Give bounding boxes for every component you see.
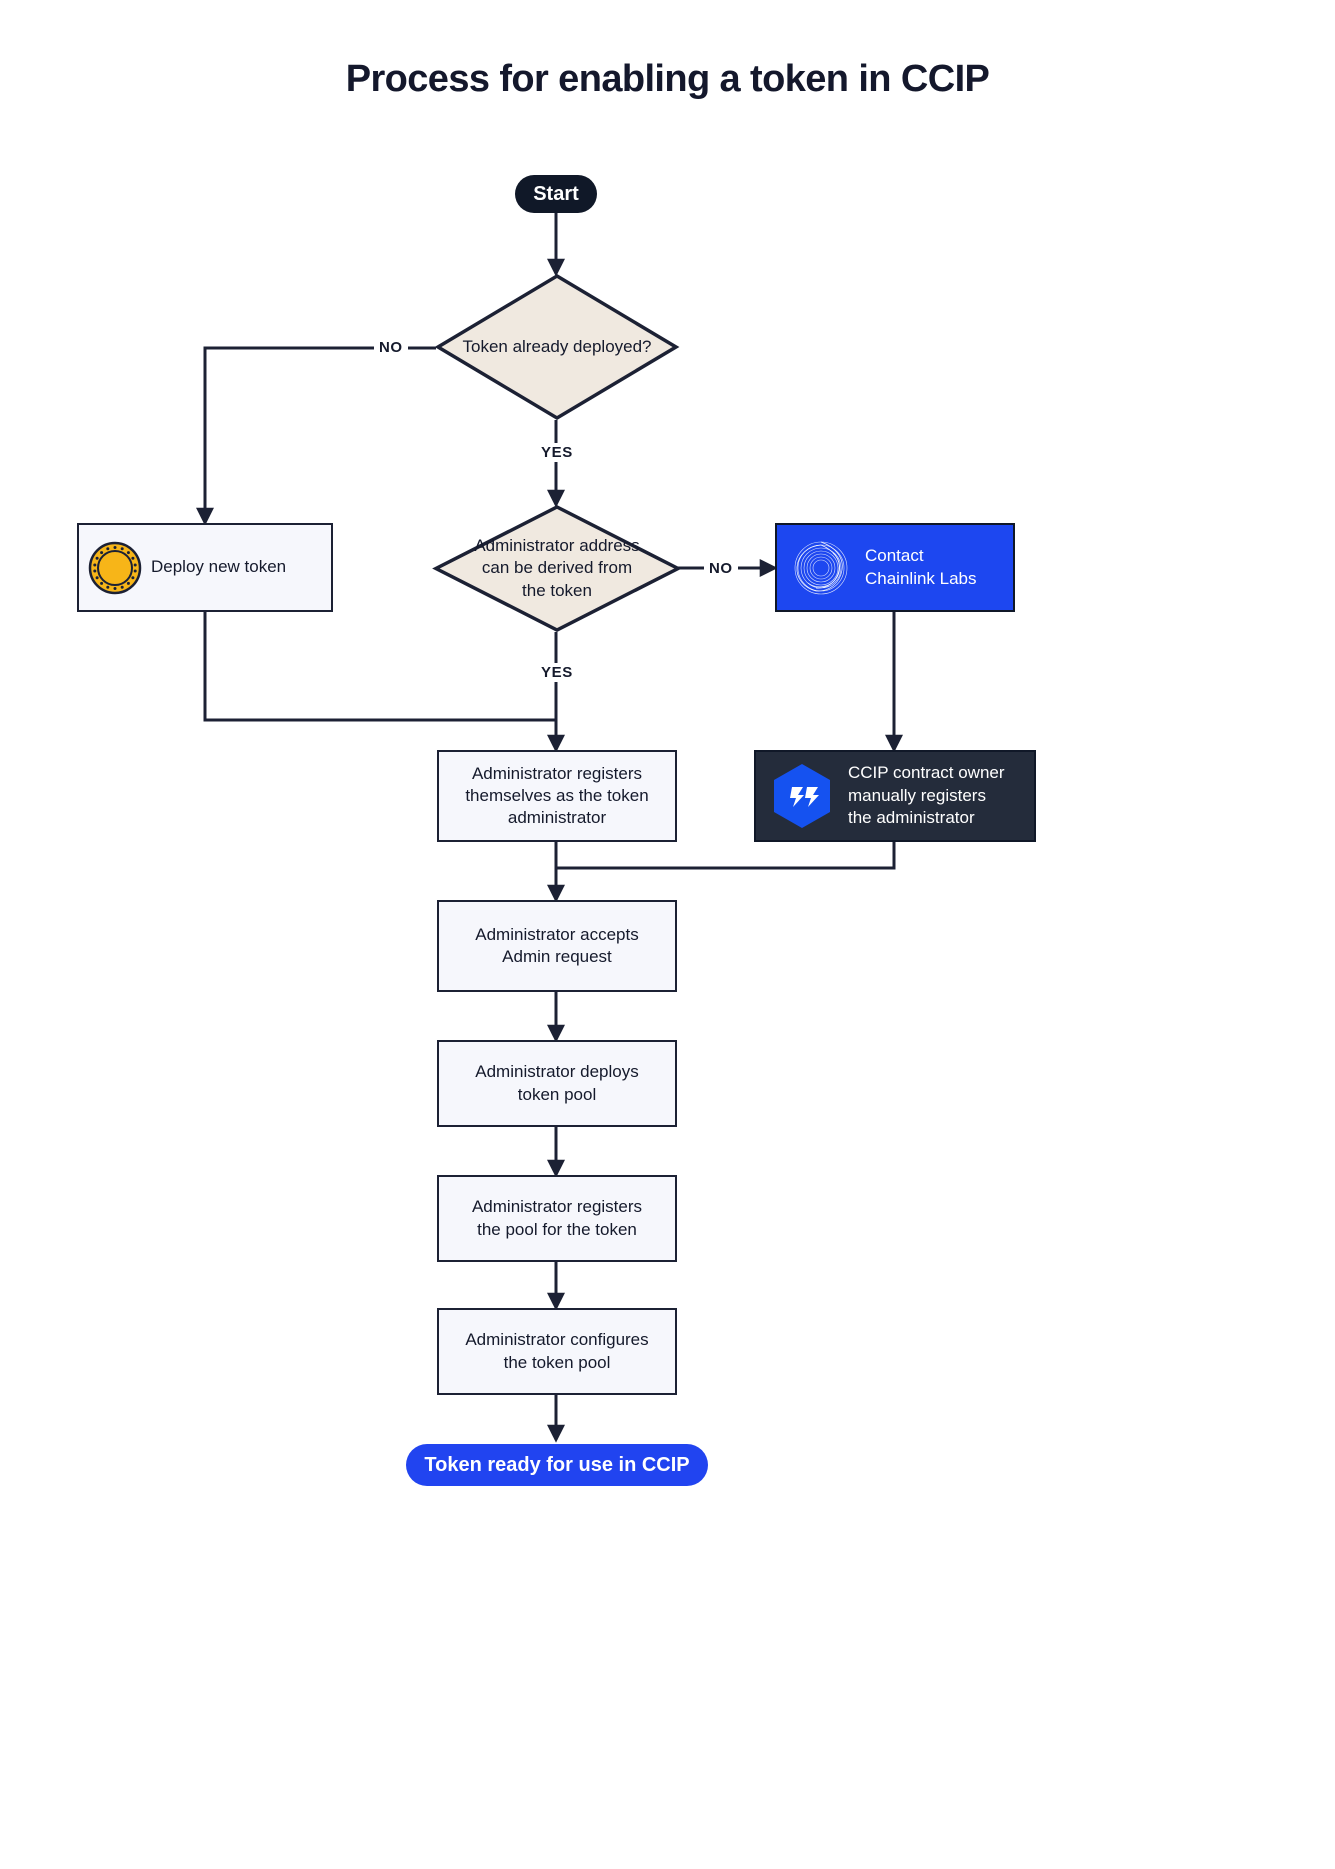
line-2: themselves as the token: [465, 785, 649, 805]
line-2: the pool for the token: [477, 1219, 637, 1239]
admin-registers-self-label: Administrator registers themselves as th…: [465, 763, 648, 829]
admin-deploys-pool-label: Administrator deploys token pool: [475, 1061, 638, 1105]
edge-label-no-token-deployed: NO: [374, 338, 408, 357]
decision-admin-derived-label: Administrator address can be derived fro…: [474, 536, 640, 600]
admin-registers-pool-label: Administrator registers the pool for the…: [472, 1196, 642, 1240]
node-deploy-new-token[interactable]: Deploy new token: [77, 523, 333, 612]
diamond-shape: [434, 273, 680, 421]
diamond-shape: [432, 505, 682, 632]
ccip-hexagon-icon: [756, 762, 848, 830]
line-2: token pool: [517, 1084, 597, 1104]
node-admin-registers-pool[interactable]: Administrator registers the pool for the…: [437, 1175, 677, 1262]
line-2: manually registers: [848, 785, 986, 805]
node-decision-admin-derived[interactable]: Administrator address can be derived fro…: [432, 505, 682, 632]
node-admin-deploys-pool[interactable]: Administrator deploys token pool: [437, 1040, 677, 1127]
line-1: Administrator registers: [471, 763, 643, 783]
contact-line-2: Chainlink Labs: [865, 568, 977, 588]
deploy-new-token-label: Deploy new token: [151, 557, 287, 577]
decision-token-deployed-label: Token already deployed?: [462, 336, 652, 356]
edge-label-no-admin-derived: NO: [704, 559, 738, 578]
line-1: CCIP contract owner: [848, 763, 1005, 783]
line-1: Administrator registers: [471, 1197, 643, 1217]
admin-configures-pool-label: Administrator configures the token pool: [465, 1329, 648, 1373]
line-2: the token pool: [503, 1352, 611, 1372]
node-ccip-owner-registers[interactable]: CCIP contract owner manually registers t…: [754, 750, 1036, 842]
node-admin-registers-self[interactable]: Administrator registers themselves as th…: [437, 750, 677, 842]
node-admin-configures-pool[interactable]: Administrator configures the token pool: [437, 1308, 677, 1395]
node-decision-token-deployed[interactable]: Token already deployed?: [434, 273, 680, 421]
line-1: Administrator deploys: [475, 1062, 639, 1082]
node-start[interactable]: Start: [515, 175, 597, 213]
admin-accepts-label: Administrator accepts Admin request: [475, 924, 638, 968]
chainlink-spiral-icon: [777, 537, 865, 599]
contact-chainlink-labs-label: Contact Chainlink Labs: [865, 545, 1013, 590]
line-3: the administrator: [848, 808, 975, 828]
line-3: administrator: [507, 808, 607, 828]
edge-label-yes-token-deployed: YES: [536, 443, 578, 462]
ccip-owner-registers-label: CCIP contract owner manually registers t…: [848, 762, 1034, 829]
contact-line-1: Contact: [865, 546, 924, 566]
node-admin-accepts[interactable]: Administrator accepts Admin request: [437, 900, 677, 992]
gold-coin-icon: [79, 541, 151, 595]
page-title: Process for enabling a token in CCIP: [345, 58, 990, 100]
line-1: Administrator accepts: [475, 924, 639, 944]
edge-label-yes-admin-derived: YES: [536, 663, 578, 682]
line-2: Admin request: [502, 947, 612, 966]
node-contact-chainlink-labs[interactable]: Contact Chainlink Labs: [775, 523, 1015, 612]
line-1: Administrator configures: [465, 1330, 649, 1350]
node-end-token-ready[interactable]: Token ready for use in CCIP: [406, 1444, 708, 1486]
